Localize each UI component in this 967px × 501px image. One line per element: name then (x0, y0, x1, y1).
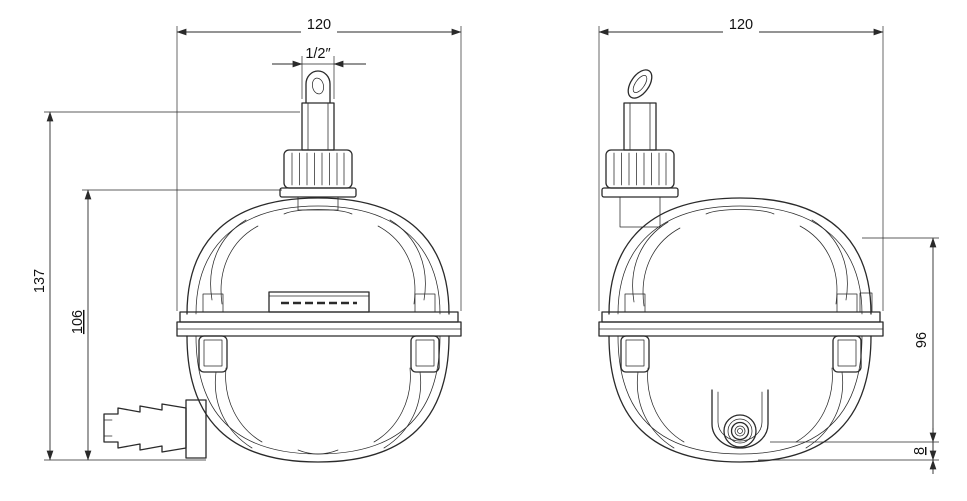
dim-overall-height: 137 (32, 111, 300, 461)
dim-label-thread-size: 1/2″ (305, 46, 330, 62)
cage-slots (210, 209, 426, 455)
clamp-flange (176, 311, 462, 337)
snap-clips (198, 293, 440, 373)
dim-front-width: 120 (176, 17, 462, 311)
front-view (103, 70, 462, 463)
cap-nut (279, 149, 357, 211)
dim-label-front-width: 120 (307, 17, 331, 33)
dim-label-side-height: 96 (914, 332, 930, 348)
cap-nut (601, 149, 679, 228)
threaded-pipe (623, 102, 657, 151)
dim-outlet-offset: 8 (770, 428, 939, 474)
clamp-flange (598, 311, 884, 337)
eyelet-icon (627, 69, 653, 99)
dim-label-side-width: 120 (729, 17, 753, 33)
dim-label-body-height: 106 (70, 310, 86, 334)
threaded-pipe (301, 102, 335, 151)
cage-slots (632, 209, 848, 449)
dim-label-outlet-offset: 8 (912, 447, 928, 455)
dim-thread-size: 1/2″ (272, 46, 366, 99)
dim-side-height: 96 (758, 237, 939, 461)
outlet-fitting (711, 389, 769, 449)
snap-clips (620, 292, 873, 373)
dim-label-overall-height: 137 (32, 269, 48, 293)
body-shell (186, 197, 450, 463)
dim-side-width: 120 (598, 17, 884, 311)
eyelet-icon (305, 70, 331, 104)
dim-body-height: 106 (70, 189, 282, 461)
latch-plate (268, 291, 370, 313)
body-shell (608, 197, 872, 463)
hose-barb (103, 399, 207, 459)
side-view (598, 69, 884, 463)
